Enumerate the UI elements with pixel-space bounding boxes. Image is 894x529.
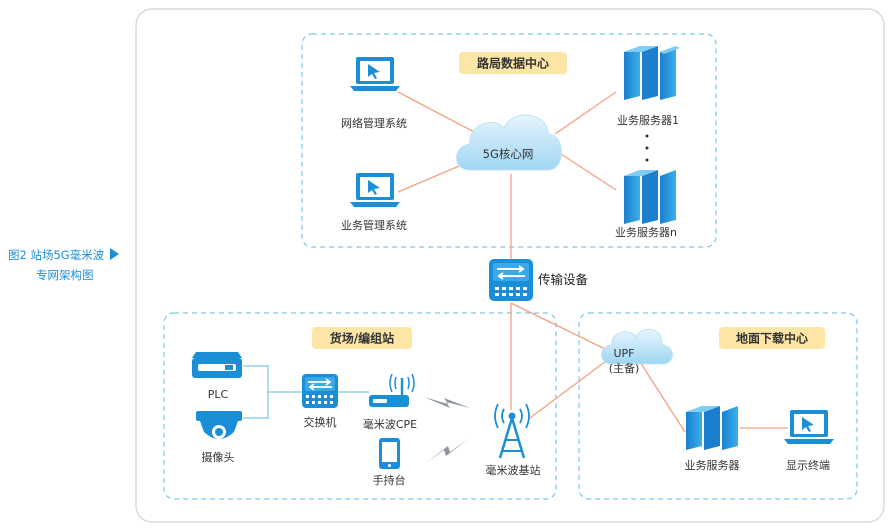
zone-yard bbox=[163, 312, 557, 500]
upf-cloud-icon bbox=[601, 328, 673, 365]
zone-label-bg-yard bbox=[312, 327, 412, 349]
upf-sublabel: (主备) bbox=[609, 361, 640, 375]
link-camera-switch bbox=[243, 392, 269, 419]
zone-label-ground: 地面下载中心 bbox=[736, 331, 808, 346]
transport-label: 传输设备 bbox=[538, 272, 589, 287]
display-label: 显示终端 bbox=[786, 458, 830, 472]
cpe-router-icon bbox=[369, 373, 415, 407]
handheld-phone-icon bbox=[379, 438, 400, 469]
wireless-signal-icon bbox=[424, 397, 470, 463]
zone-label-bg-ground bbox=[719, 327, 825, 349]
yard-links bbox=[243, 365, 369, 419]
link-core-server1 bbox=[554, 91, 617, 135]
upf-label: UPF bbox=[613, 347, 634, 360]
link-plc-switch bbox=[243, 365, 302, 393]
ellipsis-dots bbox=[645, 134, 649, 162]
caption-line-1: 图2 站场5G毫米波 bbox=[8, 248, 105, 262]
basestation-label: 毫米波基站 bbox=[486, 463, 541, 477]
switch-icon bbox=[302, 374, 338, 408]
link-nms-core bbox=[397, 91, 479, 135]
switch-label: 交换机 bbox=[304, 415, 337, 429]
nms-laptop-icon bbox=[350, 57, 400, 91]
server1-label: 业务服务器1 bbox=[617, 114, 679, 127]
zone-label-yard: 货场/编组站 bbox=[330, 331, 394, 346]
servern-label: 业务服务器n bbox=[615, 226, 677, 239]
nms-label: 网络管理系统 bbox=[341, 116, 407, 130]
link-bs-upf bbox=[529, 357, 611, 419]
ground-server-label: 业务服务器 bbox=[685, 459, 740, 472]
link-upf-server bbox=[639, 361, 686, 433]
bms-laptop-icon bbox=[350, 173, 400, 207]
bms-label: 业务管理系统 bbox=[341, 218, 407, 232]
zone-ground bbox=[578, 312, 858, 500]
zone-label-bg-data-center bbox=[459, 52, 567, 74]
ground-server-icon bbox=[686, 406, 738, 450]
core-cloud-icon bbox=[456, 114, 562, 171]
plc-label: PLC bbox=[208, 388, 229, 401]
zone-data-center bbox=[301, 33, 717, 248]
link-core-servern bbox=[554, 149, 617, 191]
camera-icon bbox=[196, 411, 242, 439]
basestation-antenna-icon bbox=[494, 403, 530, 459]
zone-label-data-center: 路局数据中心 bbox=[477, 56, 549, 71]
server1-icon bbox=[624, 46, 680, 100]
caption-line-2: 专网架构图 bbox=[36, 268, 94, 282]
camera-label: 摄像头 bbox=[202, 450, 235, 464]
cpe-label: 毫米波CPE bbox=[363, 417, 417, 431]
core-label: 5G核心网 bbox=[483, 147, 534, 161]
caption-arrow-icon bbox=[110, 248, 120, 260]
transport-icon bbox=[489, 259, 533, 301]
servern-icon bbox=[624, 170, 676, 224]
links bbox=[397, 91, 788, 433]
handheld-label: 手持台 bbox=[373, 473, 406, 487]
link-transport-upf bbox=[510, 302, 608, 351]
plc-icon bbox=[192, 352, 242, 378]
display-laptop-icon bbox=[784, 410, 834, 444]
